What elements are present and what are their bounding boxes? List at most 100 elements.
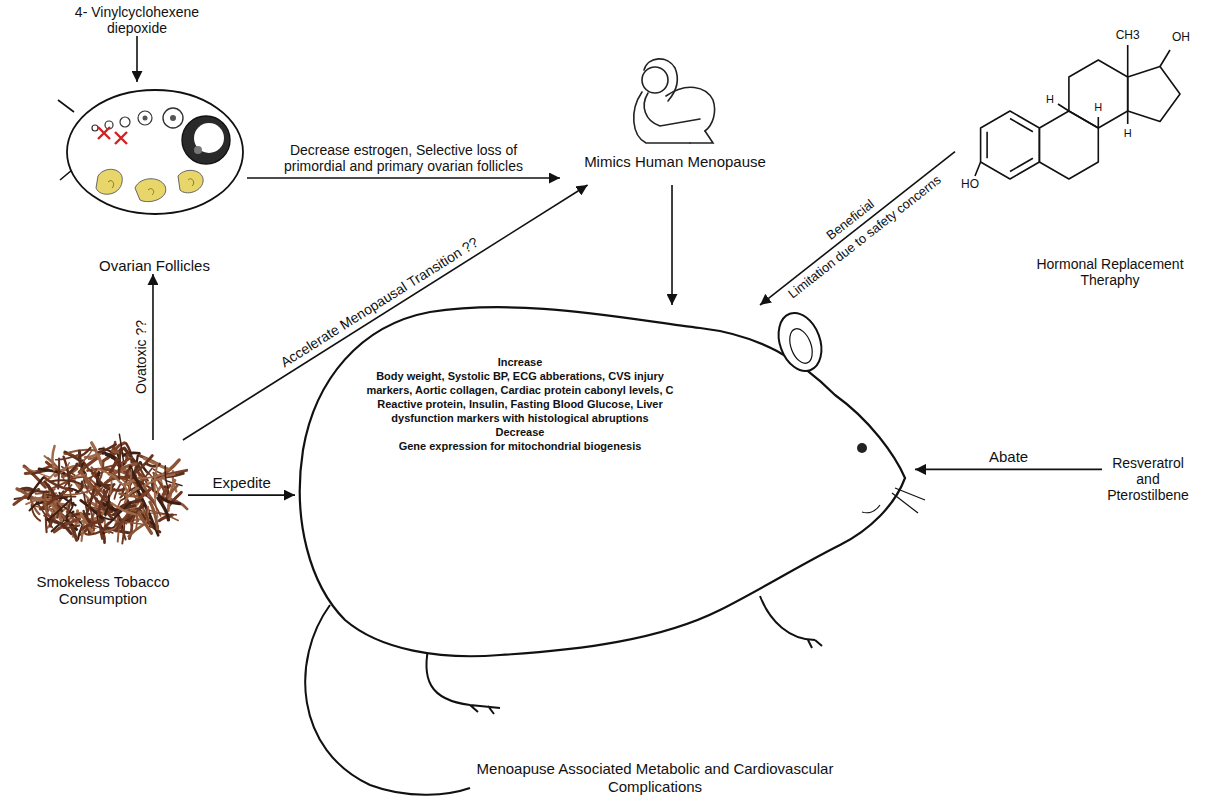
effect-heading: Decrease: [360, 425, 680, 439]
atom-label: H: [1124, 127, 1132, 140]
rat-model: IncreaseBody weight, Systolic BP, ECG ab…: [295, 305, 915, 800]
ovary-illustration: [194, 146, 202, 154]
agent-label: 4- Vinylcyclohexene diepoxide: [62, 4, 212, 36]
tobacco-shred: [56, 455, 79, 460]
tobacco-shred: [25, 490, 49, 492]
estradiol-structure: [987, 119, 1033, 172]
ovary-illustration: [143, 116, 148, 121]
tobacco-shred: [79, 448, 90, 457]
tobacco-shred: [92, 443, 102, 466]
menopause-figure-drawing: [644, 93, 700, 126]
tobacco-shred: [86, 530, 105, 535]
ovary-illustration: [178, 170, 203, 192]
ovary-illustration: [67, 90, 243, 214]
chemical-agent: 4- Vinylcyclohexene diepoxide: [62, 4, 212, 36]
tobacco-shred: [126, 470, 131, 497]
tobacco-shred: [159, 515, 172, 521]
tobacco-shred: [106, 496, 109, 514]
ovary-illustration: [135, 179, 166, 202]
ovary-illustration: [163, 108, 183, 128]
edge-label: Decrease estrogen, Selective loss of pri…: [272, 142, 536, 174]
arrow-connector: [136, 36, 138, 82]
tobacco-shred: [28, 478, 43, 499]
effect-list: Gene expression for mitochondrial biogen…: [360, 439, 680, 453]
tobacco-shred: [129, 525, 144, 537]
ovary-illustration: [96, 169, 122, 194]
ovary-illustration: [138, 111, 152, 125]
node-caption: Menoapuse Associated Metabolic and Cardi…: [475, 760, 835, 796]
tobacco-shred: [69, 450, 95, 453]
atom-label: HO: [961, 178, 979, 192]
tobacco-shred: [40, 496, 57, 509]
node-label: Hormonal Replacement Theraphy: [1015, 256, 1205, 288]
tobacco-shred: [69, 464, 77, 474]
ovarian-follicles: Ovarian Follicles: [62, 82, 247, 274]
menopause-figure-drawing: [666, 87, 715, 131]
rat-illustration: [785, 326, 816, 367]
atom-label: CH3: [1116, 29, 1140, 43]
tobacco-shred: [109, 459, 117, 474]
edge-label: Expedite: [211, 474, 273, 491]
tobacco-shred: [119, 449, 121, 480]
arrow-connector: [760, 152, 955, 305]
ovary-illustration: [120, 117, 130, 127]
tobacco-shred: [101, 516, 114, 521]
tobacco-shred: [44, 494, 76, 496]
atom-label: H: [1046, 93, 1054, 106]
tobacco-shred: [137, 511, 151, 533]
menopause-figure-drawing: [634, 59, 715, 143]
tobacco-shred: [73, 474, 86, 477]
tobacco-shred: [48, 499, 71, 520]
atom-label: OH: [1172, 31, 1190, 45]
tobacco-shred: [159, 496, 180, 504]
tobacco-shred: [52, 446, 54, 470]
ovary-illustration: [92, 125, 98, 131]
tobacco-shred: [46, 519, 71, 534]
antioxidant-treatment: Resveratrol and Pterostilbene: [1102, 455, 1194, 503]
smokeless-tobacco: Smokeless Tobacco Consumption: [18, 440, 188, 607]
estradiol-structure: [981, 111, 1040, 179]
hormone-therapy: Hormonal Replacement Theraphy: [955, 4, 1205, 288]
tobacco-shred: [82, 521, 103, 529]
node-label: Smokeless Tobacco Consumption: [18, 573, 188, 607]
node-label: Mimics Human Menopause: [560, 153, 790, 170]
tobacco-shred: [155, 463, 158, 491]
tobacco-shred: [130, 467, 146, 495]
menopause-figure-drawing: [634, 92, 690, 143]
arrow-connector: [152, 274, 154, 440]
menopause-figure-drawing: [644, 59, 677, 101]
tobacco-shred: [150, 502, 158, 529]
effect-heading: Increase: [360, 355, 680, 369]
rat-illustration: [771, 307, 829, 377]
arrow-connector: [915, 469, 1102, 471]
ovary-illustration: [170, 115, 176, 121]
tobacco-shred: [45, 494, 49, 516]
tobacco-shred: [140, 474, 164, 478]
tobacco-shred: [96, 476, 109, 490]
rat-illustration: [760, 596, 822, 648]
ovary-illustration: [194, 123, 224, 153]
edge-label: Abate: [987, 448, 1030, 465]
connector-group: [137, 36, 1102, 495]
rat-illustration: [857, 443, 867, 453]
rat-illustration: [862, 488, 925, 513]
atom-label: H: [1094, 101, 1102, 114]
node-label: Resveratrol and Pterostilbene: [1102, 455, 1194, 503]
ovary-illustration: [182, 116, 230, 164]
tobacco-shred: [57, 458, 60, 488]
menopause-figure: Mimics Human Menopause: [560, 50, 790, 185]
edge-label: Ovatoxic ??: [133, 318, 149, 396]
tobacco-shred: [112, 503, 136, 514]
estradiol-structure: [1058, 104, 1128, 128]
estradiol-structure: [975, 45, 1180, 179]
effect-list: Body weight, Systolic BP, ECG abberation…: [360, 369, 680, 425]
menopause-figure-drawing: [690, 131, 713, 143]
ovary-illustration: [108, 179, 194, 195]
tobacco-illustration: [14, 434, 187, 543]
ovary-illustration: [98, 127, 127, 144]
edge-note: Limitation due to safety concerns: [784, 171, 946, 303]
tobacco-shred: [168, 486, 177, 497]
menopause-figure-drawing: [642, 67, 668, 93]
arrow-connector: [247, 177, 560, 179]
